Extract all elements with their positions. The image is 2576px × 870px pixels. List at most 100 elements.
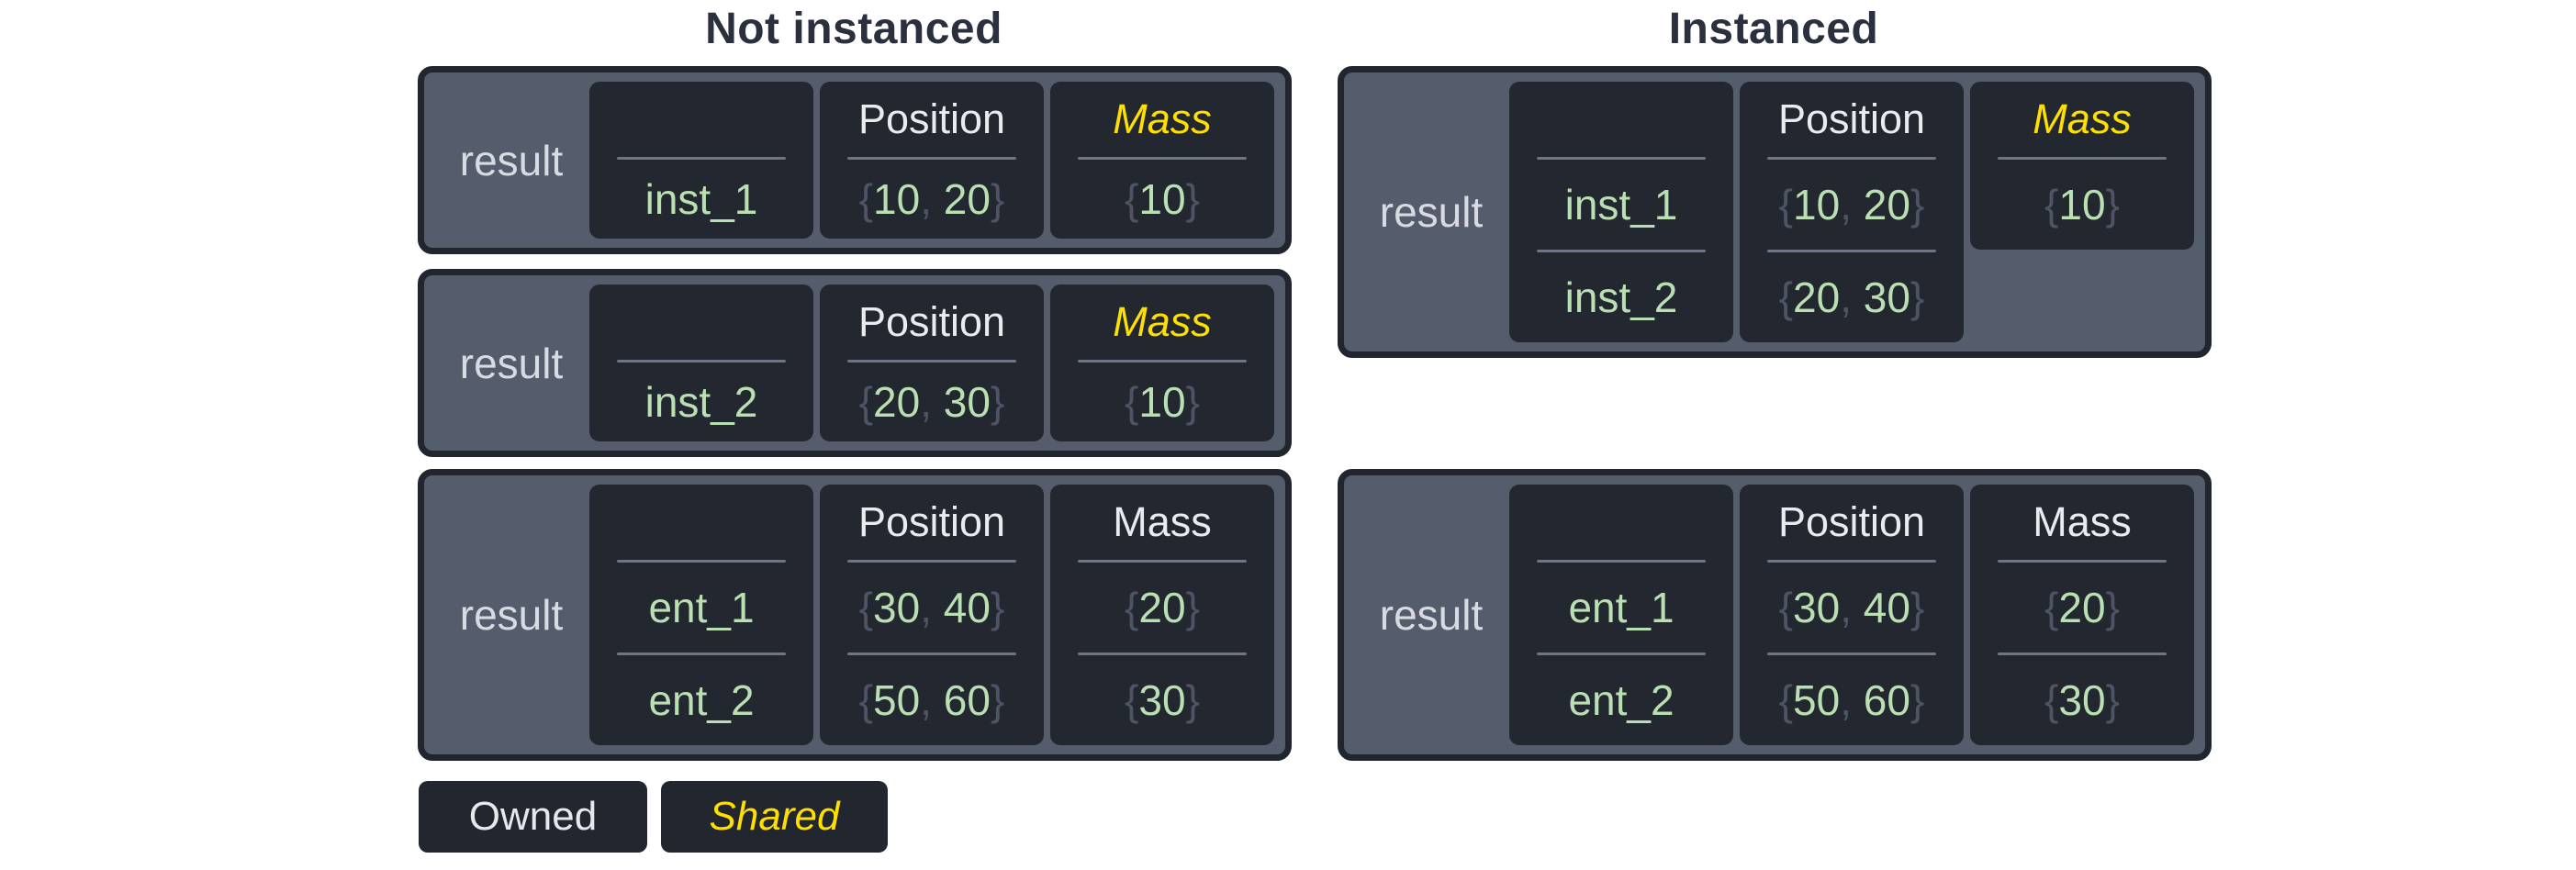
entity-name-cell: inst_1 xyxy=(1564,181,1678,229)
open-brace: { xyxy=(2044,181,2059,229)
value-number: 20 xyxy=(943,175,991,223)
value-number: 30 xyxy=(873,584,921,631)
value-number: 20 xyxy=(1138,584,1186,631)
open-brace: { xyxy=(1125,584,1139,631)
value-cell: {20, 30} xyxy=(820,362,1044,441)
row-divider xyxy=(1078,360,1247,362)
row-divider xyxy=(617,157,786,160)
value-cell: {50, 60} xyxy=(820,655,1044,745)
value-number: 30 xyxy=(1138,676,1186,724)
row-divider xyxy=(1537,560,1706,563)
column-mass: Mass{10} xyxy=(1970,82,2194,250)
close-brace: } xyxy=(990,676,1005,724)
row-divider xyxy=(1998,157,2167,160)
close-brace: } xyxy=(2105,181,2120,229)
row-divider xyxy=(1998,560,2167,563)
column-position: Position {10, 20} xyxy=(820,82,1044,239)
open-brace: { xyxy=(1125,175,1139,223)
value-number: 30 xyxy=(943,378,991,426)
entity-name-cell: ent_2 xyxy=(648,676,755,724)
close-brace: } xyxy=(1185,676,1200,724)
row-divider xyxy=(1767,250,1936,252)
column-header: Mass xyxy=(2033,498,2132,545)
legend-shared-chip: Shared xyxy=(661,781,888,853)
row-divider xyxy=(617,560,786,563)
value-cell: {30, 40} xyxy=(1740,563,1964,652)
entity-name-cell: ent_1 xyxy=(1568,584,1674,631)
value-number: 20 xyxy=(873,378,921,426)
value-number: 60 xyxy=(943,676,991,724)
row-divider xyxy=(1078,560,1247,563)
value-number: 30 xyxy=(2058,676,2106,724)
close-brace: } xyxy=(1185,378,1200,426)
column-mass: Mass{20}{30} xyxy=(1970,485,2194,745)
row-divider xyxy=(847,157,1016,160)
value-number: 20 xyxy=(1793,273,1841,321)
column-mass: Mass{10} xyxy=(1050,284,1274,441)
column-names: inst_1 inst_2 xyxy=(1509,82,1733,342)
column-header xyxy=(1509,485,1733,560)
column-position: Position{30, 40}{50, 60} xyxy=(1740,485,1964,745)
column-header xyxy=(589,485,813,560)
column-mass: Mass {10} xyxy=(1050,82,1274,239)
entity-name-cell: ent_1 xyxy=(648,584,755,631)
close-brace: } xyxy=(1185,175,1200,223)
close-brace: } xyxy=(1910,181,1925,229)
row-divider xyxy=(617,360,786,362)
column-header: Position xyxy=(857,298,1006,345)
value-separator: , xyxy=(920,378,944,426)
column-header xyxy=(589,82,813,157)
value-number: 50 xyxy=(873,676,921,724)
value-cell: {20} xyxy=(1970,563,2194,652)
column-position: Position {20, 30} xyxy=(820,284,1044,441)
value-cell: {30} xyxy=(1970,655,2194,745)
value-cell: {10} xyxy=(1050,160,1274,239)
column-names: inst_2 xyxy=(589,284,813,441)
column-header: Mass xyxy=(1113,95,1212,142)
value-number: 30 xyxy=(1863,273,1910,321)
open-brace: { xyxy=(1778,181,1794,229)
open-brace: { xyxy=(858,584,874,631)
value-cell: {10, 20} xyxy=(820,160,1044,239)
column-header: Position xyxy=(857,95,1006,142)
value-separator: , xyxy=(1840,181,1864,229)
column-header xyxy=(589,284,813,360)
left-column-title: Not instanced xyxy=(705,5,1002,53)
legend-owned-label: Owned xyxy=(468,794,598,839)
columns-row: inst_2 Position {20, 30}Mass{10} xyxy=(589,284,1274,441)
row-divider xyxy=(1537,157,1706,160)
value-separator: , xyxy=(1840,676,1864,724)
close-brace: } xyxy=(2105,584,2120,631)
value-number: 30 xyxy=(1793,584,1841,631)
row-divider xyxy=(1078,652,1247,655)
entity-name-cell: inst_2 xyxy=(1564,273,1678,321)
open-brace: { xyxy=(2044,676,2059,724)
value-number: 10 xyxy=(1138,378,1186,426)
legend-owned-chip: Owned xyxy=(419,781,647,853)
value-cell: {30} xyxy=(1050,655,1274,745)
close-brace: } xyxy=(1185,584,1200,631)
result-label: result xyxy=(459,136,564,184)
value-separator: , xyxy=(920,175,944,223)
entity-name-cell: inst_2 xyxy=(644,378,758,426)
open-brace: { xyxy=(1778,273,1794,321)
entity-name-cell: ent_2 xyxy=(1568,676,1674,724)
close-brace: } xyxy=(990,378,1005,426)
column-header: Position xyxy=(1777,95,1926,142)
value-cell: {10} xyxy=(1970,160,2194,250)
columns-row: ent_1 ent_2 Position{30, 40}{50, 60} Mass {2… xyxy=(1509,485,2194,745)
close-brace: } xyxy=(990,175,1005,223)
result-label: result xyxy=(459,339,564,387)
result-label: result xyxy=(459,591,564,639)
value-cell: {20, 30} xyxy=(1740,252,1964,342)
row-divider xyxy=(1537,652,1706,655)
open-brace: { xyxy=(2044,584,2059,631)
column-names: ent_1 ent_2 xyxy=(589,485,813,745)
open-brace: { xyxy=(858,175,874,223)
row-divider xyxy=(1767,652,1936,655)
